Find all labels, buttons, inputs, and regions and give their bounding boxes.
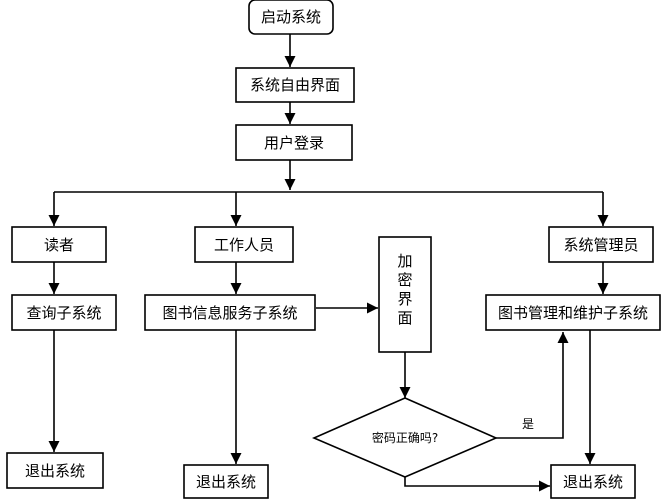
edge-check-yes-to-manage <box>496 332 569 439</box>
node-query-label: 查询子系统 <box>26 304 101 322</box>
node-manage-label: 图书管理和维护子系统 <box>498 304 648 322</box>
edge-check-no-to-exit <box>404 476 550 492</box>
node-book-service: 图书信息服务子系统 <box>144 294 316 331</box>
node-exit-reader-label: 退出系统 <box>25 462 85 480</box>
node-staff: 工作人员 <box>194 226 294 263</box>
node-welcome: 系统自由界面 <box>235 67 355 103</box>
node-start: 启动系统 <box>248 0 334 35</box>
node-start-label: 启动系统 <box>261 8 321 26</box>
node-exit-admin: 退出系统 <box>550 464 636 499</box>
node-welcome-label: 系统自由界面 <box>250 76 340 94</box>
node-exit-staff: 退出系统 <box>183 464 269 499</box>
node-password-check-label: 密码正确吗? <box>372 430 438 445</box>
node-query: 查询子系统 <box>11 294 117 331</box>
node-password-check: 密码正确吗? <box>311 397 499 478</box>
node-login: 用户登录 <box>235 124 353 161</box>
node-manage: 图书管理和维护子系统 <box>485 294 661 331</box>
node-login-label: 用户登录 <box>264 134 324 152</box>
edge-label-yes: 是 <box>522 417 534 431</box>
node-admin-label: 系统管理员 <box>563 236 638 254</box>
node-reader-label: 读者 <box>44 236 74 254</box>
node-admin: 系统管理员 <box>548 226 654 263</box>
node-encrypt: 加密界面 <box>378 236 432 353</box>
node-exit-reader: 退出系统 <box>6 452 104 489</box>
node-reader: 读者 <box>11 226 107 263</box>
edges <box>48 34 609 492</box>
node-exit-staff-label: 退出系统 <box>196 473 256 491</box>
node-encrypt-label: 加密界面 <box>397 252 412 327</box>
node-exit-admin-label: 退出系统 <box>563 473 623 491</box>
node-book-service-label: 图书信息服务子系统 <box>162 304 297 322</box>
node-staff-label: 工作人员 <box>214 236 274 254</box>
